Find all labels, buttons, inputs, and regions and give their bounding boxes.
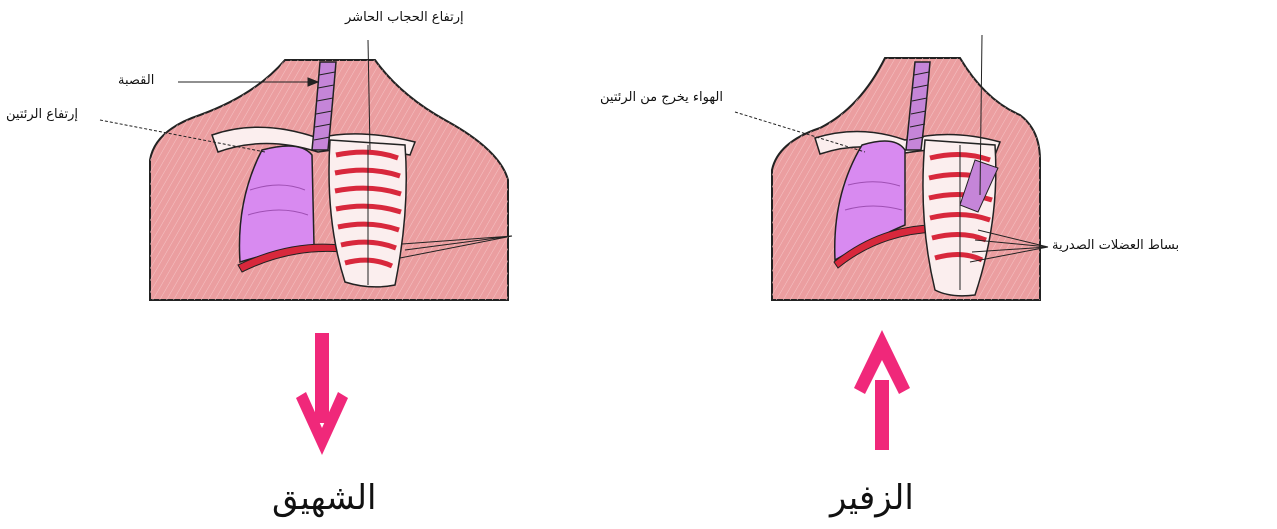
exhale-up-arrow	[854, 330, 910, 450]
exhale-title: الزفير	[830, 478, 914, 518]
exhale-label-muscles: بساط العضلات الصدرية	[1052, 238, 1179, 253]
exhale-label-air-out: الهواء يخرج من الرئتين	[600, 90, 723, 105]
inhale-label-trachea: القصبة	[118, 73, 154, 88]
exhale-torso-illustration	[772, 58, 1040, 300]
inhale-title: الشهيق	[272, 478, 376, 518]
inhale-label-diaphragm: إرتفاع الحجاب الحاشر	[345, 10, 464, 25]
inhale-label-lungs: إرتفاع الرئتين	[6, 107, 78, 122]
inhale-torso-illustration	[150, 60, 508, 300]
inhale-down-arrow	[296, 333, 348, 455]
